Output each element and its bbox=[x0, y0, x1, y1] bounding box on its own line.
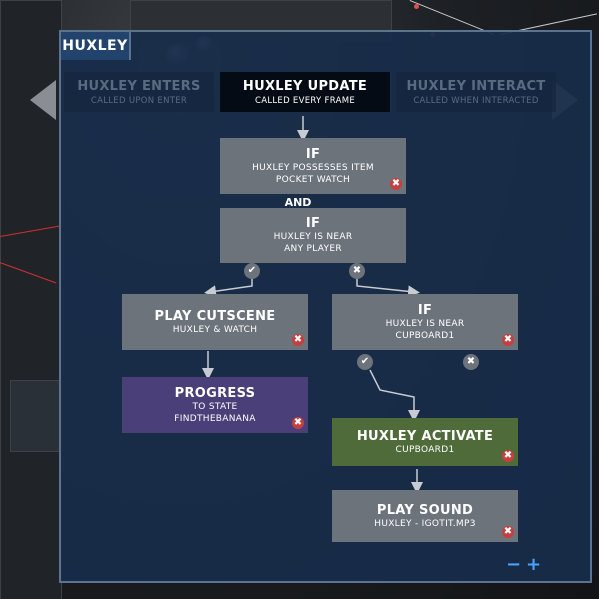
node-line: HUXLEY IS NEAR bbox=[385, 318, 465, 329]
node-title: PROGRESS bbox=[174, 385, 256, 401]
node-line: HUXLEY POSSESSES ITEM bbox=[252, 162, 374, 173]
scene-console bbox=[10, 380, 60, 452]
node-play-cutscene[interactable]: PLAY CUTSCENE HUXLEY & WATCH ✖ bbox=[122, 294, 308, 350]
true-branch-check-icon[interactable]: ✔ bbox=[357, 354, 373, 370]
node-if-near-player[interactable]: IF HUXLEY IS NEAR ANY PLAYER bbox=[220, 208, 406, 263]
node-if-possesses-item[interactable]: IF HUXLEY POSSESSES ITEM POCKET WATCH ✖ bbox=[220, 138, 406, 194]
zoom-out-button[interactable]: − bbox=[506, 554, 522, 575]
false-branch-x-icon[interactable]: ✖ bbox=[463, 354, 479, 370]
tab-title: HUXLEY UPDATE bbox=[242, 78, 368, 94]
node-title: PLAY CUTSCENE bbox=[154, 308, 276, 324]
node-line: ANY PLAYER bbox=[284, 244, 342, 254]
node-title: PLAY SOUND bbox=[376, 502, 474, 518]
tab-title: HUXLEY ENTERS bbox=[77, 78, 201, 94]
tab-huxley-interact[interactable]: HUXLEY INTERACT CALLED WHEN INTERACTED bbox=[396, 72, 556, 112]
node-line: HUXLEY & WATCH bbox=[172, 324, 258, 335]
zoom-in-button[interactable]: + bbox=[526, 554, 542, 575]
node-line: TO STATE bbox=[192, 401, 238, 412]
previous-tab-arrow-icon[interactable] bbox=[30, 80, 56, 120]
false-branch-x-icon[interactable]: ✖ bbox=[349, 263, 365, 279]
node-title: IF bbox=[305, 146, 321, 162]
tab-subtitle: CALLED UPON ENTER bbox=[90, 95, 188, 106]
node-line: HUXLEY IS NEAR bbox=[273, 232, 353, 242]
tab-huxley-update[interactable]: HUXLEY UPDATE CALLED EVERY FRAME bbox=[220, 72, 390, 112]
node-line: CUPBOARD1 bbox=[395, 444, 455, 455]
and-label: AND bbox=[284, 196, 312, 209]
node-play-sound[interactable]: PLAY SOUND HUXLEY - IGOTIT.MP3 ✖ bbox=[332, 490, 518, 542]
node-line: CUPBOARD1 bbox=[395, 330, 455, 341]
node-progress[interactable]: PROGRESS TO STATE FINDTHEBANANA ✖ bbox=[122, 377, 308, 433]
node-title: IF bbox=[305, 216, 321, 231]
node-if-near-cupboard[interactable]: IF HUXLEY IS NEAR CUPBOARD1 ✖ bbox=[332, 294, 518, 350]
node-line: FINDTHEBANANA bbox=[174, 413, 256, 424]
tab-huxley-enters[interactable]: HUXLEY ENTERS CALLED UPON ENTER bbox=[64, 72, 214, 112]
delete-icon[interactable]: ✖ bbox=[502, 334, 514, 346]
node-title: IF bbox=[417, 302, 433, 318]
scene-marker bbox=[414, 4, 419, 9]
window-title-tab: HUXLEY bbox=[59, 30, 131, 60]
node-huxley-activate[interactable]: HUXLEY ACTIVATE CUPBOARD1 ✖ bbox=[332, 418, 518, 466]
node-title: HUXLEY ACTIVATE bbox=[356, 428, 494, 444]
tab-subtitle: CALLED EVERY FRAME bbox=[254, 95, 356, 106]
delete-icon[interactable]: ✖ bbox=[502, 450, 514, 462]
delete-icon[interactable]: ✖ bbox=[292, 334, 304, 346]
node-line: HUXLEY - IGOTIT.MP3 bbox=[374, 518, 476, 529]
tab-title: HUXLEY INTERACT bbox=[406, 78, 546, 94]
true-branch-check-icon[interactable]: ✔ bbox=[244, 263, 260, 279]
node-line: POCKET WATCH bbox=[275, 174, 351, 185]
tab-subtitle: CALLED WHEN INTERACTED bbox=[413, 95, 539, 106]
delete-icon[interactable]: ✖ bbox=[502, 526, 514, 538]
delete-icon[interactable]: ✖ bbox=[292, 417, 304, 429]
delete-icon[interactable]: ✖ bbox=[390, 178, 402, 190]
